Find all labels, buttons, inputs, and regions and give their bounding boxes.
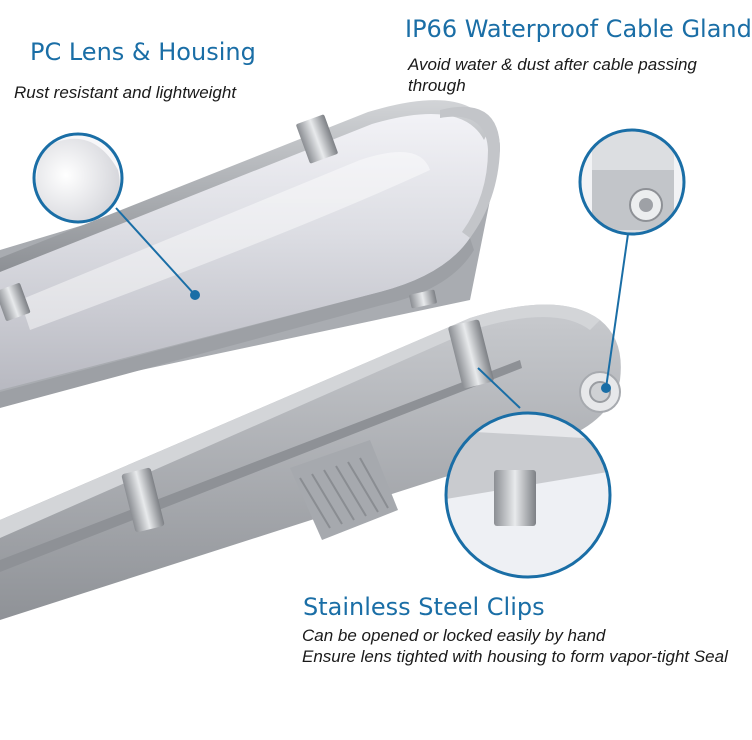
pc-lens-subtitle: Rust resistant and lightweight xyxy=(14,83,237,102)
pc-lens-title: PC Lens & Housing xyxy=(30,38,256,66)
steel-clips-description: Can be opened or locked easily by hand E… xyxy=(302,625,742,667)
lens-zoom-circle xyxy=(32,132,200,300)
steel-clips-line-1: Can be opened or locked easily by hand xyxy=(302,626,606,645)
cable-gland-subtitle: Avoid water & dust after cable passing t… xyxy=(408,55,697,95)
cable-gland-title: IP66 Waterproof Cable Gland xyxy=(405,15,752,43)
steel-clips-title: Stainless Steel Clips xyxy=(303,593,545,621)
upper-fixture xyxy=(0,100,500,408)
gland-zoom-circle xyxy=(578,128,686,393)
steel-clips-line-2: Ensure lens tighted with housing to form… xyxy=(302,647,728,666)
lower-fixture xyxy=(0,304,621,620)
